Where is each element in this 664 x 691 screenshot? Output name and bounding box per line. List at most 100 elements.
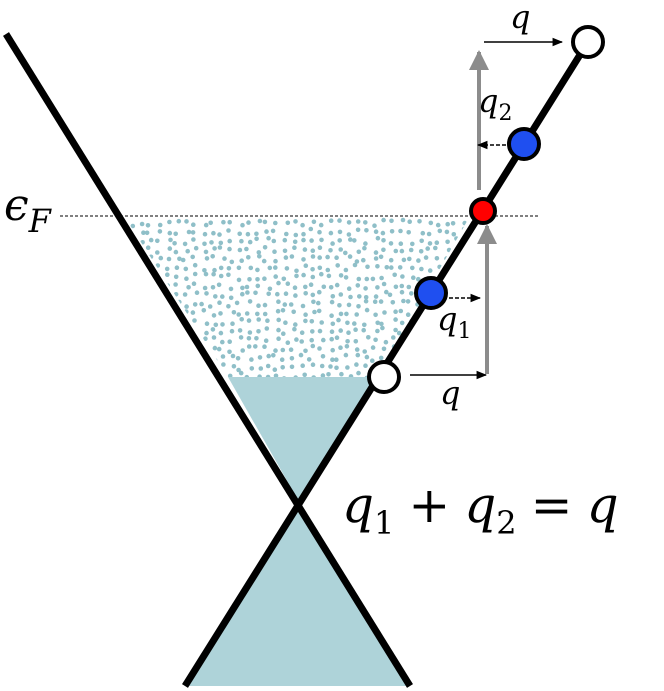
sea-dot (338, 328, 344, 333)
sea-dot (129, 276, 134, 281)
sea-dot (399, 283, 405, 289)
sea-dot (230, 353, 236, 359)
sea-dot (471, 283, 476, 288)
sea-dot (254, 236, 259, 242)
sea-dot (298, 352, 304, 358)
sea-dot (167, 310, 173, 315)
sea-dot (237, 231, 242, 237)
sea-dot (310, 254, 316, 259)
sea-dot (409, 291, 414, 296)
sea-dot (221, 362, 226, 367)
sea-dot (343, 352, 349, 358)
sea-dot (428, 220, 434, 226)
sea-dot (339, 371, 344, 377)
sea-dot (124, 309, 128, 314)
sea-dot (356, 276, 362, 282)
sea-dot (346, 220, 352, 225)
sea-dot (328, 230, 334, 236)
sea-dot (460, 283, 465, 289)
sea-dot (186, 229, 192, 235)
sea-dot (226, 304, 231, 309)
sea-dot (373, 256, 379, 261)
sea-dot (417, 355, 422, 360)
sea-dot (272, 249, 277, 254)
sea-dot (157, 326, 163, 331)
sea-dot (444, 354, 450, 360)
sea-dot (326, 372, 331, 377)
sea-dot (373, 294, 379, 299)
sea-dot (462, 220, 468, 226)
sea-dot (217, 232, 222, 237)
sea-dot (192, 318, 197, 323)
sea-dot (192, 302, 198, 307)
sea-dot (303, 263, 309, 269)
sea-dot (267, 265, 273, 271)
sea-dot (393, 317, 398, 322)
sea-dot (429, 362, 435, 368)
sea-dot (132, 371, 138, 377)
sea-dot (384, 265, 390, 270)
sea-dot (283, 255, 289, 260)
sea-dot (437, 228, 443, 234)
sea-dot (338, 345, 343, 351)
sea-dot (469, 303, 470, 309)
sea-dot (244, 374, 250, 377)
sea-dot (337, 303, 342, 308)
sea-dot (418, 249, 424, 254)
sea-dot (426, 231, 432, 237)
sea-dot (246, 220, 251, 225)
sea-dot (191, 281, 197, 287)
sea-dot (276, 336, 281, 342)
sea-dot (262, 302, 268, 308)
sea-dot (399, 320, 405, 326)
sea-dot (184, 309, 189, 314)
sea-dot (257, 374, 262, 377)
sea-dot (419, 238, 425, 244)
sea-dot (132, 290, 137, 295)
sea-dot (220, 294, 225, 299)
sea-dot (275, 291, 280, 297)
sea-dot (309, 238, 314, 243)
sea-dot (416, 276, 421, 282)
sea-dot (192, 262, 198, 268)
sea-dot (465, 254, 470, 259)
sea-dot (363, 241, 368, 246)
sea-dot (289, 356, 295, 361)
sea-dot (181, 346, 186, 352)
fermi-energy-label: ϵF (4, 180, 53, 240)
sea-dot (321, 337, 326, 343)
sea-dot (379, 321, 384, 327)
sea-dot (378, 254, 384, 260)
sea-dot (444, 345, 450, 350)
sea-dot (356, 370, 361, 376)
sea-dot (266, 235, 271, 241)
sea-dot (330, 357, 335, 363)
sea-dot (211, 230, 216, 236)
q1-label: q1 (437, 300, 471, 344)
sea-dot (118, 335, 123, 340)
sea-dot (310, 362, 316, 368)
sea-dot (475, 266, 480, 271)
sea-dot (124, 258, 129, 264)
sea-dot (293, 293, 298, 298)
sea-dot (308, 226, 314, 232)
sea-dot (124, 232, 126, 237)
sea-dot (364, 307, 370, 313)
sea-dot (352, 262, 358, 268)
sea-dot (211, 335, 217, 340)
sea-dot (218, 265, 224, 271)
sea-dot (433, 245, 438, 251)
sea-dot (363, 286, 368, 291)
sea-dot (166, 256, 172, 262)
sea-dot (303, 312, 308, 318)
sea-dot (203, 271, 209, 277)
sea-dot (393, 248, 399, 254)
sea-dot (354, 312, 360, 317)
sea-dot (271, 238, 277, 244)
sea-dot (202, 268, 207, 273)
sea-dot (218, 330, 224, 336)
sea-dot (343, 275, 349, 280)
sea-dot (454, 236, 459, 241)
sea-dot (346, 232, 352, 237)
sea-dot (240, 291, 245, 297)
